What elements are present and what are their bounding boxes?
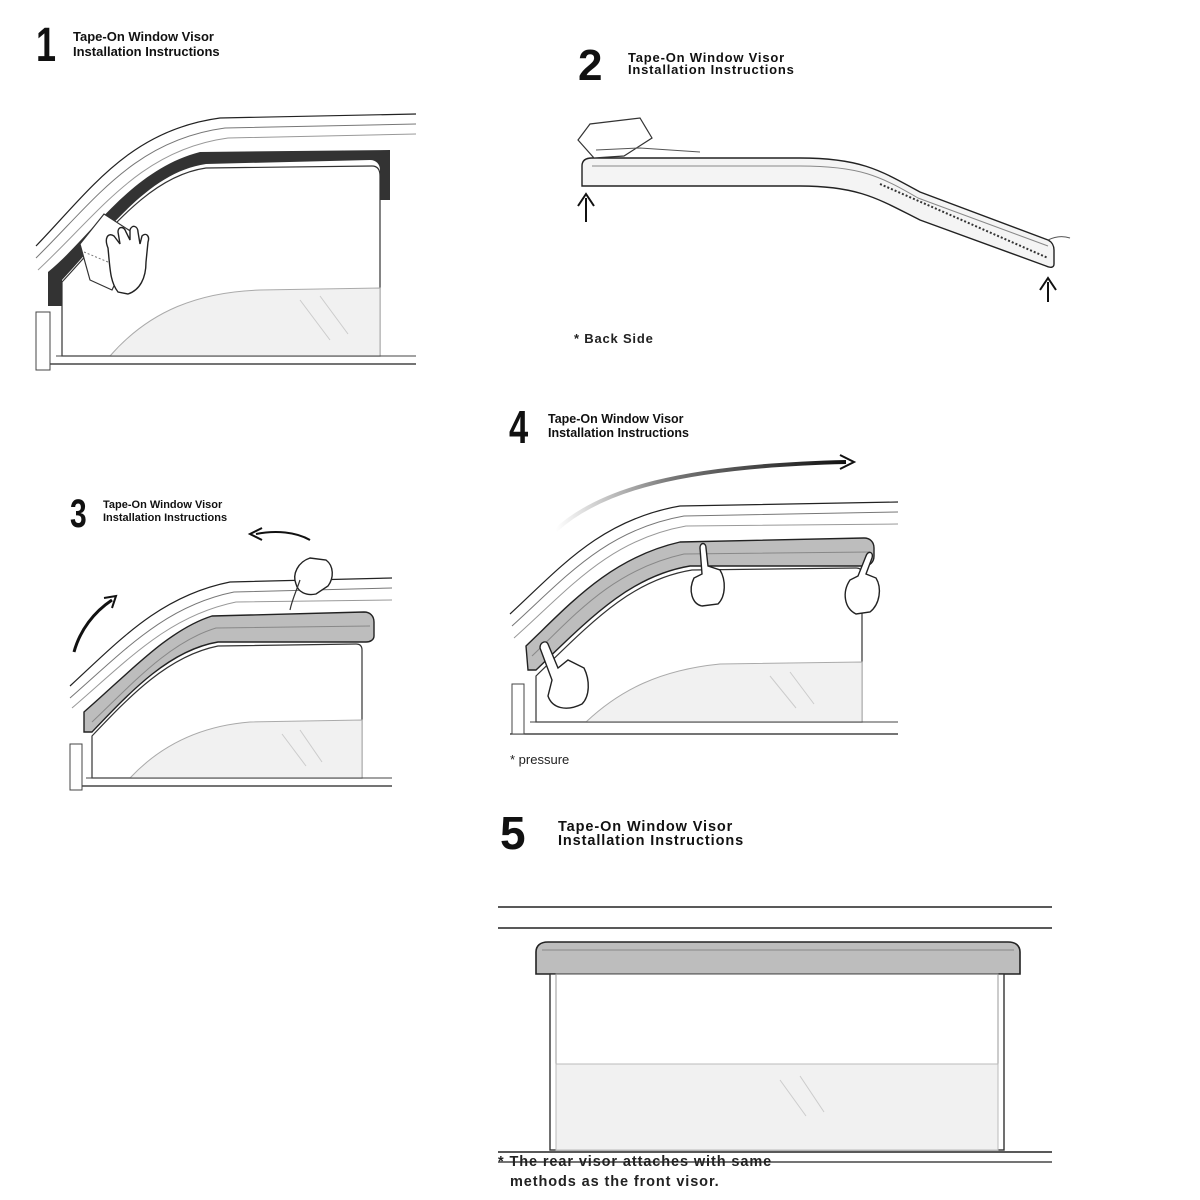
step-1-title-line-2: Installation Instructions (73, 43, 220, 59)
step-2-title: Tape-On Window Visor Installation Instru… (628, 50, 795, 77)
step-5-title-line-1: Tape-On Window Visor (558, 819, 734, 835)
step-5-note-line-2: methods as the front visor. (510, 1174, 720, 1190)
step-2-note: * Back Side (574, 331, 654, 346)
hand-middle (690, 542, 725, 607)
step-3-title: Tape-On Window Visor Installation Instru… (103, 499, 227, 524)
step-5-number: 5 (500, 807, 526, 859)
step-4-number: 4 (509, 401, 529, 453)
step-4-note: * pressure (510, 752, 570, 767)
step-4-title: Tape-On Window Visor Installation Instru… (548, 412, 689, 441)
hand-left (539, 641, 589, 709)
step-3-number: 3 (70, 492, 87, 536)
step-5-note: * The rear visor attaches with same meth… (498, 1152, 772, 1192)
step-5-note-line-1: * The rear visor attaches with same (498, 1154, 773, 1170)
step-3-title-line-1: Tape-On Window Visor (103, 499, 223, 511)
step-5-title-line-2: Installation Instructions (558, 833, 745, 849)
step-3-title-line-2: Installation Instructions (103, 511, 228, 524)
step-4-title-line-1: Tape-On Window Visor (548, 412, 684, 426)
step-4-title-line-2: Installation Instructions (548, 426, 689, 441)
step-2-title-line-1: Tape-On Window Visor (628, 50, 785, 65)
step-1-number: 1 (36, 19, 57, 72)
step-2-number: 2 (578, 41, 603, 90)
step-5-title: Tape-On Window Visor Installation Instru… (558, 819, 745, 849)
step-2-title-line-2: Installation Instructions (628, 62, 795, 77)
hand-right (844, 551, 881, 615)
step-1-title: Tape-On Window Visor Installation Instru… (73, 29, 220, 60)
step-1-title-line-1: Tape-On Window Visor (73, 29, 214, 44)
